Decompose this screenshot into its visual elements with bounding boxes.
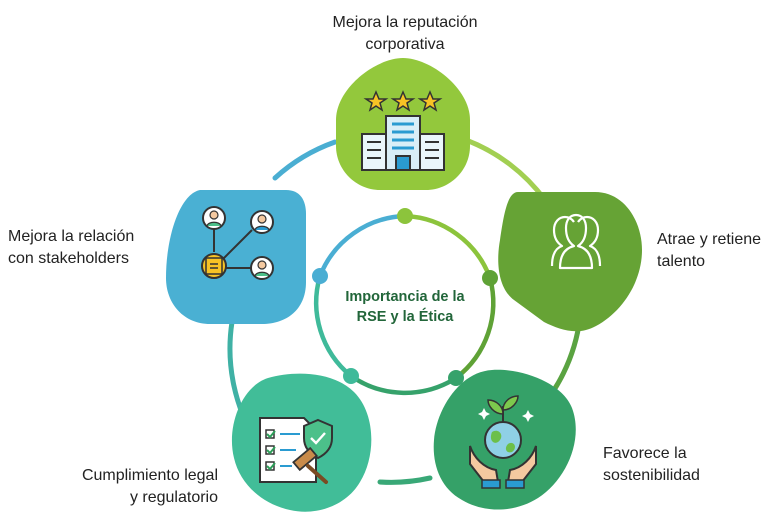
label-stakeholders-line2: con stakeholders — [8, 250, 129, 267]
label-compliance-line2: y regulatorio — [129, 489, 218, 506]
label-sustainability-line1: Favorece la — [603, 445, 687, 462]
item-reputation-node — [336, 58, 470, 190]
label-reputation: Mejora la reputación corporativa — [300, 12, 510, 56]
label-talent: Atrae y retiene talento — [657, 229, 775, 273]
label-reputation-line1: Mejora la reputación — [332, 14, 478, 31]
inner-ring — [314, 213, 496, 396]
label-stakeholders: Mejora la relación con stakeholders — [8, 226, 158, 270]
item-sustainability-node — [433, 369, 576, 510]
center-title: Importancia de la RSE y la Ética — [318, 287, 492, 327]
label-stakeholders-line1: Mejora la relación — [8, 228, 135, 245]
building-stars-icon — [361, 90, 445, 171]
center-title-line2: RSE y la Ética — [356, 309, 454, 325]
plant-globe-hands-icon — [469, 395, 537, 489]
item-talent-node — [498, 192, 642, 332]
people-group-icon — [550, 213, 602, 270]
item-compliance-node — [231, 373, 372, 512]
label-talent-line1: Atrae y retiene — [657, 231, 762, 248]
checklist-gavel-icon — [259, 417, 333, 484]
label-reputation-line2: corporativa — [365, 36, 445, 53]
label-sustainability-line2: sostenibilidad — [603, 467, 700, 484]
label-compliance: Cumplimiento legal y regulatorio — [40, 465, 218, 509]
center-title-line1: Importancia de la — [345, 289, 465, 305]
label-compliance-line1: Cumplimiento legal — [81, 467, 218, 484]
label-talent-line2: talento — [657, 253, 706, 270]
network-people-icon — [201, 206, 274, 280]
inner-ring-dots — [312, 208, 498, 386]
label-sustainability: Favorece la sostenibilidad — [603, 443, 753, 487]
item-stakeholders-node — [166, 190, 306, 324]
